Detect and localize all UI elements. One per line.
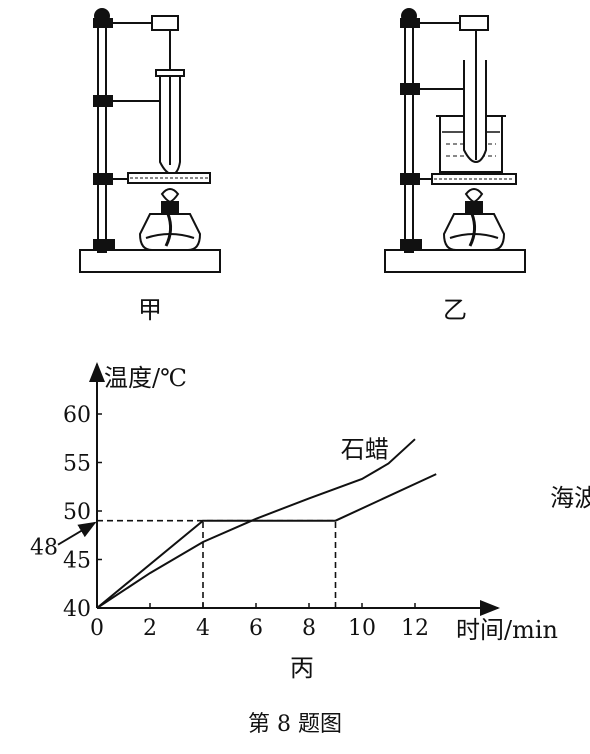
stand-base xyxy=(79,249,221,273)
stand-rod xyxy=(97,17,107,253)
lamp-wick-holder xyxy=(161,201,179,215)
y-tick-label: 50 xyxy=(63,500,91,525)
tube-rim xyxy=(155,69,185,77)
y-tick-label: 60 xyxy=(63,403,91,428)
series-name: 海波 xyxy=(550,484,590,512)
lamp-wick-holder xyxy=(465,201,483,215)
y-tick-label: 40 xyxy=(63,597,91,622)
rod-foot xyxy=(400,239,422,251)
apparatus-left xyxy=(79,8,221,273)
x-tick-label: 0 xyxy=(90,616,104,641)
clamp-middle xyxy=(93,95,113,107)
rod-foot xyxy=(93,239,115,251)
y-tick-label: 55 xyxy=(63,452,91,477)
x-tick-label: 6 xyxy=(249,616,263,641)
chart-sub-label: 丙 xyxy=(290,654,314,682)
series-line-hypo xyxy=(96,473,437,609)
clamp-top xyxy=(93,18,113,28)
annotation-48: 48 xyxy=(30,536,58,561)
y-axis-label: 温度/℃ xyxy=(104,364,187,392)
label-yi: 乙 xyxy=(443,296,467,324)
stand-base xyxy=(384,249,526,273)
x-tick-label: 8 xyxy=(302,616,316,641)
flame-right xyxy=(464,188,484,204)
flame-left xyxy=(160,188,180,204)
lamp-wick-right xyxy=(468,213,477,247)
x-tick-label: 2 xyxy=(143,616,157,641)
figure-caption: 第 8 题图 xyxy=(248,712,342,737)
series-line-paraffin xyxy=(96,438,416,609)
series-name: 石蜡 xyxy=(341,436,389,464)
y-tick-label: 45 xyxy=(63,549,91,574)
apparatus-drawings xyxy=(79,8,526,273)
clamp-top xyxy=(400,18,420,28)
clamp-bottom xyxy=(400,173,420,185)
x-axis-label: 时间/min xyxy=(456,616,558,644)
x-tick-label: 10 xyxy=(348,616,376,641)
apparatus-right xyxy=(384,8,526,273)
clamp-bottom xyxy=(93,173,113,185)
x-tick-label: 12 xyxy=(401,616,429,641)
annotation-arrow xyxy=(57,521,97,546)
lamp-wick-left xyxy=(164,213,173,247)
wire-gauze-left xyxy=(127,172,211,184)
thermometer-holder xyxy=(459,15,489,31)
label-jia: 甲 xyxy=(138,296,162,324)
clamp-middle xyxy=(400,83,420,95)
stand-rod xyxy=(404,17,414,253)
thermometer-holder xyxy=(151,15,179,31)
x-tick-label: 4 xyxy=(196,616,210,641)
